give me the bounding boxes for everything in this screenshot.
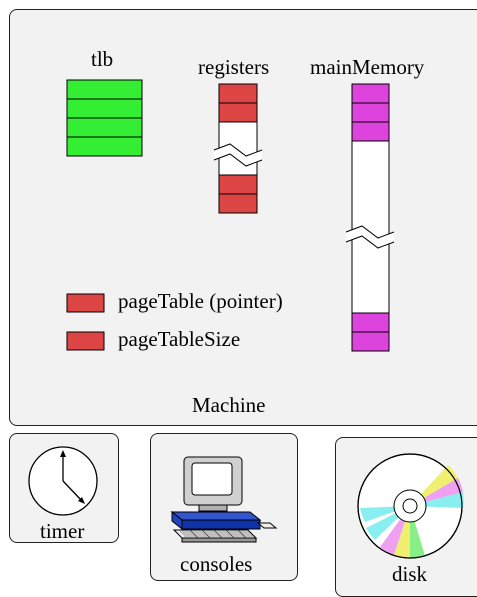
legend-page-table-label: pageTable (pointer)	[118, 289, 283, 313]
consoles-label: consoles	[180, 552, 253, 576]
disk-label: disk	[392, 562, 428, 586]
memory-cell	[351, 312, 390, 333]
legend-page-table-size-label: pageTableSize	[118, 327, 241, 351]
register-cell	[218, 83, 258, 104]
registers-label: registers	[198, 55, 270, 79]
memory-cell	[351, 331, 390, 352]
register-break	[214, 144, 262, 166]
clock-icon	[28, 446, 98, 516]
legend-page-table-size-swatch	[66, 331, 105, 351]
register-cell	[218, 193, 258, 214]
memory-body	[351, 140, 390, 314]
memory-cell	[351, 102, 390, 123]
timer-label: timer	[40, 519, 85, 543]
machine-panel	[9, 9, 477, 426]
computer-icon	[170, 456, 278, 543]
machine-label: Machine	[192, 393, 266, 417]
diagram-graphics	[28, 79, 464, 559]
cd-icon	[357, 453, 464, 559]
register-cell	[218, 174, 258, 195]
tlb-entry	[66, 117, 143, 138]
register-cell	[218, 102, 258, 123]
memory-cell	[351, 121, 390, 142]
tlb-entry	[66, 136, 143, 157]
legend-page-table-swatch	[66, 293, 105, 313]
tlb-block	[66, 79, 143, 157]
memory-cell	[351, 83, 390, 104]
registers-block	[213, 83, 263, 214]
tlb-label: tlb	[91, 47, 114, 71]
memory-break	[346, 226, 394, 248]
tlb-entry	[66, 98, 143, 119]
tlb-entry	[66, 79, 143, 100]
main-memory-label: mainMemory	[310, 55, 425, 79]
main-memory-block	[345, 83, 395, 352]
